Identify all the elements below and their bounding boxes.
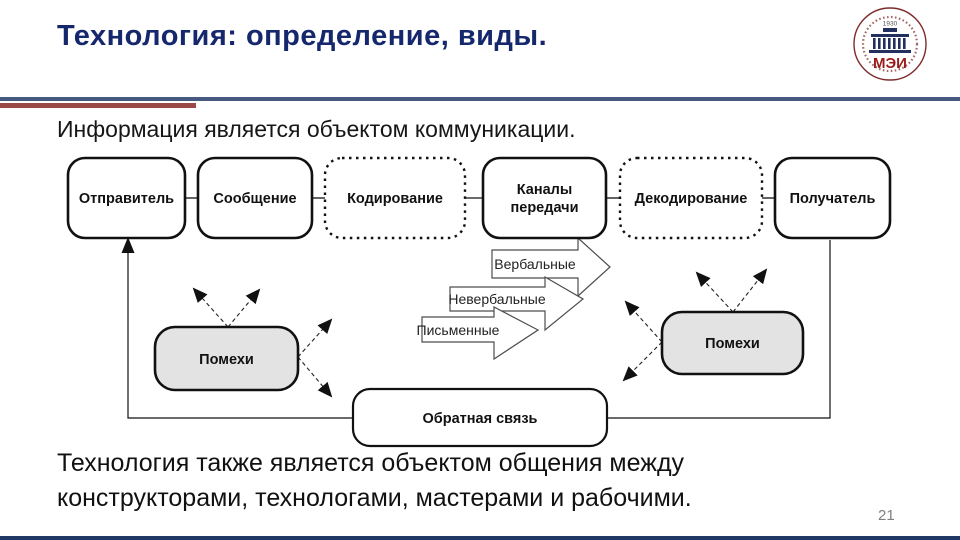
slide-title: Технология: определение, виды.	[57, 20, 548, 52]
receiver-label: Получатель	[790, 191, 876, 207]
header-divider-red	[0, 103, 196, 108]
message-box	[196, 156, 314, 240]
feedback-label: Обратная связь	[423, 411, 538, 427]
channel-type-arrows	[421, 236, 611, 361]
channels-label-line1: Каналы	[517, 182, 573, 198]
noise-box-left	[153, 325, 300, 392]
feedback-loop-line	[127, 240, 831, 419]
nonverbal-arrow-label: Невербальные	[448, 291, 545, 307]
encoding-label: Кодирование	[347, 191, 443, 207]
feedback-box	[351, 387, 609, 448]
noise-arrows	[192, 268, 768, 398]
nonverbal-arrow-shape	[449, 275, 585, 332]
written-arrow-label: Письменные	[417, 322, 500, 338]
closing-paragraph-line1: Технология также является объектом общен…	[57, 449, 685, 477]
header-divider-blue	[0, 97, 960, 101]
feedback-arrowhead-icon	[121, 237, 135, 253]
intro-paragraph: Информация является объектом коммуникаци…	[57, 116, 576, 142]
channels-label-line2: передачи	[511, 200, 579, 216]
decoding-box	[618, 156, 764, 240]
building-icon	[869, 28, 911, 53]
receiver-box	[773, 156, 892, 240]
verbal-arrow-label: Вербальные	[494, 256, 576, 272]
message-label: Сообщение	[213, 191, 296, 207]
logo-acronym: МЭИ	[873, 55, 907, 72]
channels-box	[481, 156, 608, 240]
decoding-label: Декодирование	[635, 191, 748, 207]
footer-bar	[0, 536, 960, 540]
written-arrow-shape	[421, 306, 540, 361]
closing-paragraph-line2: конструкторами, технологами, мастерами и…	[57, 483, 692, 512]
logo-year: 1930	[883, 21, 898, 28]
noise-left-label: Помехи	[199, 352, 254, 368]
sender-box	[66, 156, 187, 240]
page-number: 21	[878, 507, 895, 524]
university-logo: 1930 МЭИ	[853, 7, 927, 81]
logo-text-ring-icon	[861, 15, 919, 73]
noise-box-right	[660, 310, 805, 376]
closing-paragraph: Технология также является объектом общен…	[57, 446, 937, 515]
noise-right-label: Помехи	[705, 336, 760, 352]
encoding-box	[323, 156, 467, 240]
sender-label: Отправитель	[79, 191, 174, 207]
verbal-arrow-shape	[491, 236, 611, 298]
